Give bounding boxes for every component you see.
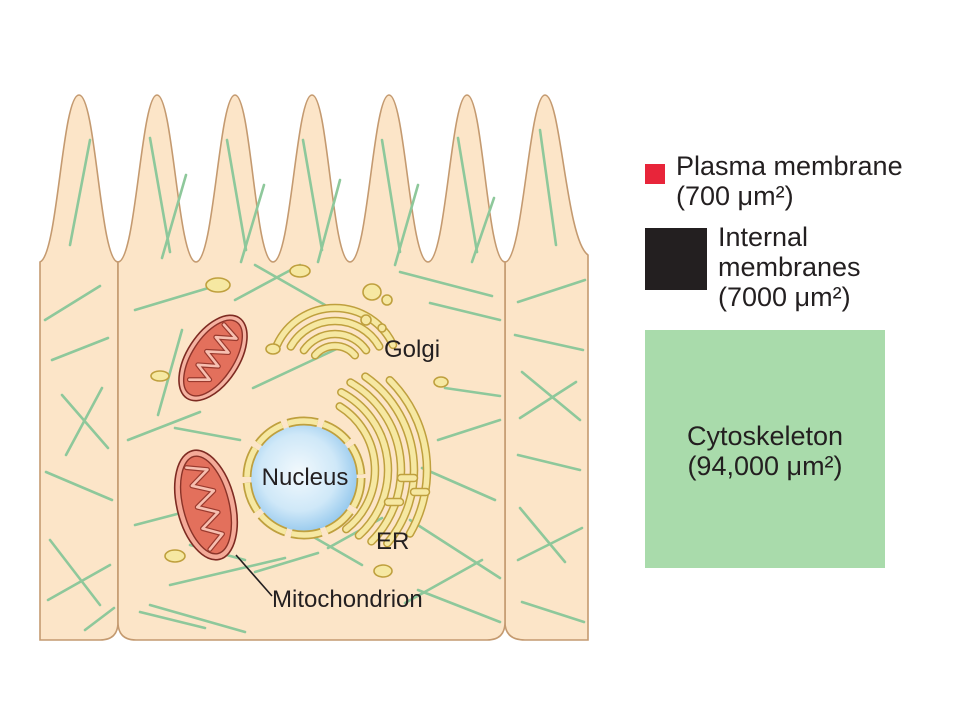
cytoskeleton-filament bbox=[46, 563, 112, 602]
vesicle bbox=[150, 370, 170, 382]
cytoskeleton-filament bbox=[156, 328, 184, 417]
cytoskeleton-filament bbox=[138, 610, 207, 630]
vesicle bbox=[265, 343, 281, 355]
nucleus-label: Nucleus bbox=[262, 464, 349, 491]
cytoskeleton-filament bbox=[253, 263, 327, 307]
cytoskeleton-filament bbox=[470, 196, 496, 264]
cytoskeleton-filament bbox=[516, 453, 582, 472]
golgi-label: Golgi bbox=[384, 336, 440, 363]
cytoskeleton-filament bbox=[239, 183, 266, 264]
vesicle bbox=[362, 283, 382, 301]
cytoskeleton-filament bbox=[538, 128, 558, 247]
vesicle bbox=[164, 549, 186, 563]
cytoskeleton-filament bbox=[64, 386, 104, 457]
cytoskeleton-filament bbox=[233, 263, 302, 302]
cytoskeleton-filament bbox=[403, 558, 484, 605]
mitochondrion-cristae bbox=[188, 323, 238, 381]
internal-membranes-label-line2: membranes bbox=[718, 252, 861, 282]
er-cisterna bbox=[338, 389, 391, 539]
cytoskeleton-filament bbox=[443, 386, 502, 398]
internal-membranes-area: (7000 μm²) bbox=[718, 282, 851, 312]
cytoskeleton-filament bbox=[148, 603, 247, 634]
cytoskeleton-filament bbox=[520, 600, 586, 624]
cytoskeleton-filament bbox=[148, 136, 172, 254]
cytoskeleton-filament bbox=[160, 173, 188, 260]
golgi-cisterna bbox=[312, 343, 358, 359]
nucleus bbox=[242, 416, 366, 540]
vesicle bbox=[381, 294, 393, 306]
er-label: ER bbox=[376, 528, 409, 555]
mitochondrion-label: Mitochondrion bbox=[272, 586, 423, 613]
cytoskeleton-label: Cytoskeleton bbox=[686, 421, 844, 451]
mitochondrion-lower bbox=[173, 449, 239, 561]
mitochondrion-cristae bbox=[185, 466, 224, 551]
cytoskeleton-filament bbox=[83, 606, 116, 632]
cytoskeleton-filament bbox=[48, 538, 102, 607]
cytoskeleton-filament bbox=[513, 333, 585, 352]
golgi-cisterna bbox=[301, 331, 369, 353]
er-cisterna bbox=[336, 403, 378, 532]
vesicles bbox=[150, 264, 449, 578]
plasma-membrane-swatch bbox=[645, 164, 665, 184]
vesicle bbox=[289, 264, 311, 278]
golgi-cisterna bbox=[288, 318, 382, 350]
er-cisterna bbox=[387, 377, 430, 537]
internal-membranes-label-line1: Internal bbox=[718, 222, 809, 252]
cytoskeleton-area: (94,000 μm²) bbox=[687, 451, 843, 481]
cytoskeleton-filament bbox=[420, 466, 497, 502]
internal-membranes-legend-text: Internal membranes (7000 μm²) bbox=[718, 222, 861, 312]
cytoskeleton-filament bbox=[408, 518, 502, 580]
cytoskeleton-filament bbox=[133, 284, 217, 312]
cytoskeleton-filament bbox=[380, 138, 402, 254]
plasma-membrane-legend-text: Plasma membrane (700 μm²) bbox=[676, 151, 903, 211]
cytoskeleton-filament bbox=[518, 506, 567, 564]
cytoskeleton-filament bbox=[168, 556, 287, 587]
mitochondrion-matrix bbox=[179, 455, 233, 555]
cytoskeleton-filament bbox=[50, 336, 110, 362]
cytoskeleton-filament bbox=[416, 588, 502, 624]
vesicle bbox=[373, 564, 393, 578]
cytoskeleton-filament bbox=[43, 284, 102, 322]
internal-membranes-swatch bbox=[645, 228, 707, 290]
cytoskeleton-filament bbox=[398, 270, 494, 298]
er-cisterna bbox=[362, 373, 417, 547]
cytoskeleton-filament bbox=[428, 301, 502, 322]
cytoskeleton-filament bbox=[251, 343, 347, 390]
nucleoplasm bbox=[251, 425, 357, 531]
cytoskeleton-filament bbox=[253, 551, 320, 574]
left-neighbor-cell bbox=[39, 94, 119, 641]
cytoskeleton-filament bbox=[516, 526, 584, 562]
cytoskeleton-filament bbox=[393, 183, 420, 267]
cytoskeleton-filament bbox=[316, 178, 342, 264]
plasma-membrane-area: (700 μm²) bbox=[676, 181, 794, 211]
er-cisterna bbox=[347, 379, 404, 545]
cytoskeleton-filament bbox=[225, 138, 248, 252]
cytoskeleton-filament bbox=[44, 470, 114, 502]
cytoskeleton-filament bbox=[436, 418, 502, 442]
vesicle bbox=[360, 314, 372, 326]
cytoskeleton-filament bbox=[516, 278, 587, 304]
cytoskeleton-filament bbox=[126, 410, 202, 442]
cytoskeleton-filament bbox=[68, 138, 92, 247]
cytoskeleton-filament bbox=[456, 136, 479, 254]
cytoskeleton-legend-text: Cytoskeleton (94,000 μm²) bbox=[645, 421, 885, 481]
cytoskeleton-filament bbox=[520, 370, 582, 422]
vesicle bbox=[205, 277, 231, 293]
vesicle bbox=[377, 323, 387, 333]
cytoskeleton bbox=[43, 128, 587, 634]
right-neighbor-cell bbox=[504, 94, 589, 641]
plasma-membrane-label: Plasma membrane bbox=[676, 151, 903, 181]
cytoskeleton-swatch: Cytoskeleton (94,000 μm²) bbox=[645, 330, 885, 568]
nuclear-envelope bbox=[244, 418, 364, 538]
cytoskeleton-filament bbox=[518, 380, 578, 420]
cytoskeleton-filament bbox=[173, 426, 242, 442]
mitochondrion-upper bbox=[178, 314, 248, 402]
endoplasmic-reticulum bbox=[335, 372, 432, 548]
cytoskeleton-filament bbox=[301, 138, 324, 252]
vesicle bbox=[433, 376, 449, 388]
mitochondrion-leader-line bbox=[235, 554, 273, 597]
